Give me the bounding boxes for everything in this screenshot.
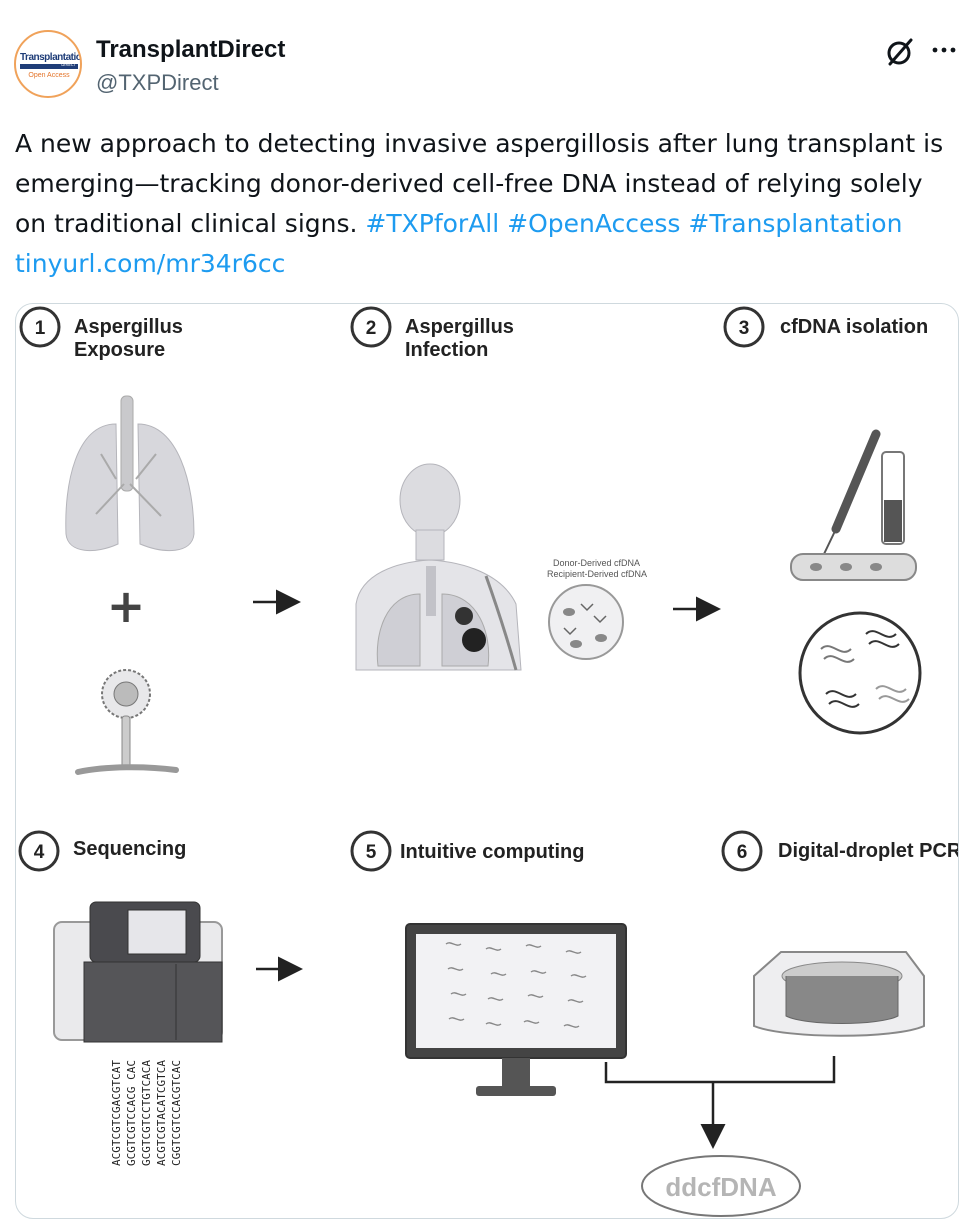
step-5-number: 5 (366, 842, 377, 863)
step-3-number: 3 (739, 318, 750, 339)
avatar-open-access: Open Access (28, 72, 70, 79)
user-handle[interactable]: @TXPDirect (96, 70, 219, 95)
tweet-body: A new approach to detecting invasive asp… (15, 129, 944, 238)
step-4-title: Sequencing (73, 838, 186, 860)
step-2-number: 2 (366, 318, 377, 339)
hashtag-openaccess[interactable]: #OpenAccess (507, 209, 681, 238)
step-5-number-circle (350, 830, 392, 872)
syringe-tube-icon (790, 429, 917, 581)
avatar-logo: Transplantation DIRECT Open Access (20, 52, 82, 79)
sequence-reads: ACGTCGTCGACGTCAT GCGTCGTCCACG CAC GCGTCG… (110, 1060, 183, 1166)
human-torso-icon (355, 463, 522, 671)
step-5-header: 5 Intuitive computing (350, 830, 584, 872)
cfdna-circle-icon (548, 584, 624, 660)
sequence-read-5: CGGTCGTCCACGTCAC (170, 1060, 183, 1166)
step-5-title: Intuitive computing (400, 841, 584, 863)
step-4-number-circle (18, 830, 60, 872)
monitor-icon (405, 923, 627, 1096)
legend-donor-label: Donor-Derived cfDNA (553, 558, 640, 568)
step-1-header: 1 Aspergillus Exposure (19, 306, 183, 361)
step-2-header: 2 Aspergillus Infection (350, 306, 514, 361)
tweet-text: A new approach to detecting invasive asp… (15, 124, 955, 284)
grok-icon[interactable] (884, 36, 916, 68)
step-4-header: 4 Sequencing (18, 830, 186, 872)
display-name[interactable]: TransplantDirect (96, 36, 286, 63)
hashtag-txpforall[interactable]: #TXPforAll (365, 209, 500, 238)
hashtag-transplantation[interactable]: #Transplantation (688, 209, 903, 238)
workflow-figure: 1 Aspergillus Exposure 2 Aspergillus Inf… (18, 306, 959, 1217)
step-6-number-circle (721, 830, 763, 872)
step-1-number: 1 (35, 318, 46, 339)
step-4-number: 4 (34, 842, 45, 863)
sequence-read-1: ACGTCGTCGACGTCAT (110, 1060, 123, 1166)
step-1-title-line2: Exposure (74, 339, 165, 361)
step-6-number: 6 (737, 842, 748, 863)
step-3-number-circle (723, 306, 765, 348)
sequence-read-2: GCGTCGTCCACG CAC (125, 1060, 138, 1166)
sequence-read-3: GCGTCGTCCTGTCACA (140, 1060, 153, 1166)
tweet-link[interactable]: tinyurl.com/mr34r6cc (15, 249, 286, 278)
ddcfdna-label: ddcfDNA (665, 1172, 776, 1202)
lungs-icon (65, 395, 195, 552)
tweet-header: Transplantation DIRECT Open Access Trans… (14, 30, 966, 100)
legend-recipient-label: Recipient-Derived cfDNA (547, 569, 647, 579)
result-connector (604, 1056, 836, 1149)
avatar-logo-bar: DIRECT (20, 62, 78, 69)
plus-icon: + (107, 579, 146, 633)
ddpcr-machine-icon (753, 951, 925, 1037)
step-3-header: 3 cfDNA isolation (723, 306, 928, 348)
step-1-number-circle (19, 306, 61, 348)
step-2-title-line1: Aspergillus (405, 316, 514, 338)
tweet-media[interactable]: 1 Aspergillus Exposure 2 Aspergillus Inf… (15, 303, 959, 1219)
ddcfdna-ellipse (641, 1155, 801, 1217)
aspergillus-icon (75, 669, 179, 775)
step-2-title-line2: Infection (405, 339, 488, 361)
avatar-logo-sub: DIRECT (61, 62, 76, 67)
sequence-read-4: ACGTCGTACATCGTCA (155, 1060, 168, 1166)
more-icon[interactable] (930, 36, 958, 64)
avatar[interactable]: Transplantation DIRECT Open Access (14, 30, 82, 98)
dna-circle-icon (798, 611, 922, 735)
step-6-header: 6 Digital-droplet PCR (721, 830, 959, 872)
step-6-title: Digital-droplet PCR (778, 840, 959, 862)
avatar-logo-text: Transplantation (20, 52, 82, 63)
step-3-title: cfDNA isolation (780, 316, 928, 338)
step-2-number-circle (350, 306, 392, 348)
step-1-title-line1: Aspergillus (74, 316, 183, 338)
sequencer-icon (53, 901, 223, 1043)
